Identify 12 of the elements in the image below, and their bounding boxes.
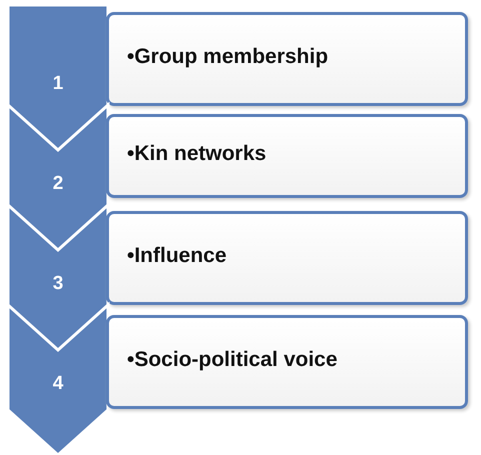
item-text: •Kin networks bbox=[127, 142, 266, 166]
text-box bbox=[106, 114, 468, 198]
step-number: 2 bbox=[52, 173, 64, 195]
step-number: 4 bbox=[52, 373, 64, 395]
step-number: 3 bbox=[52, 273, 64, 295]
item-text: •Socio-political voice bbox=[127, 348, 338, 372]
item-text: •Influence bbox=[127, 244, 227, 268]
step-number: 1 bbox=[52, 73, 64, 95]
item-text: •Group membership bbox=[127, 45, 328, 69]
text-box bbox=[106, 12, 468, 106]
text-box bbox=[106, 211, 468, 305]
text-box bbox=[106, 315, 468, 409]
